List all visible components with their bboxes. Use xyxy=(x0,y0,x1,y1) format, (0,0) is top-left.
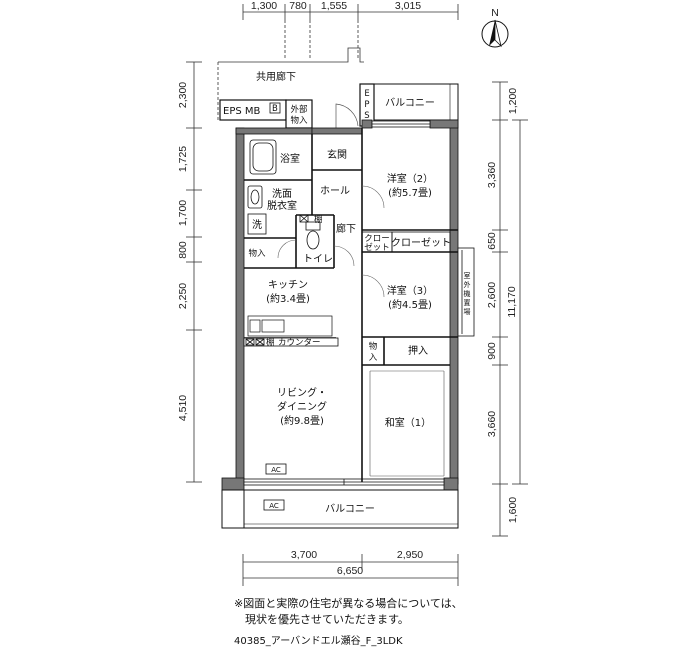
washer-box xyxy=(247,213,267,235)
western2-name: 洋室（2） xyxy=(387,172,433,185)
dim-right-total: 11,170 xyxy=(506,286,518,317)
storage-small-label: 物入 xyxy=(248,248,266,259)
counter-label: カウンター xyxy=(278,338,321,348)
north-arrow-icon xyxy=(481,19,509,48)
shelf-label: 棚 xyxy=(314,214,323,225)
storage2-label-2: 入 xyxy=(369,353,378,363)
dim-right-6: 3,660 xyxy=(486,411,498,437)
outdoor-storage xyxy=(285,99,313,129)
outdoor-storage-label-2: 物入 xyxy=(290,115,308,126)
toilet-label: トイレ xyxy=(303,254,333,265)
oshiire-label: 押入 xyxy=(408,344,428,357)
corridor-label: 共用廊下 xyxy=(256,70,296,83)
eps-p: P xyxy=(364,100,369,110)
dimension-left xyxy=(186,61,202,483)
toilet-fixture-icon xyxy=(305,221,321,250)
ac-vertical-2: 外 xyxy=(464,280,471,289)
storage2-label-1: 物 xyxy=(369,341,378,352)
dimension-top xyxy=(242,4,459,60)
disclaimer-line-2: 現状を優先させていただきます。 xyxy=(234,613,409,626)
corridor-outline xyxy=(217,47,364,122)
window-bottom xyxy=(243,478,445,486)
dim-left-6: 4,510 xyxy=(177,395,189,421)
balcony-top-label: バルコニー xyxy=(385,97,435,109)
dim-right-7: 1,600 xyxy=(507,497,519,523)
dim-right-1: 1,200 xyxy=(507,88,519,114)
ac-vertical-4: 置 xyxy=(464,299,471,307)
washroom-label-1: 洗面 xyxy=(272,188,292,200)
dimension-right xyxy=(492,81,528,537)
dim-top-1: 1,300 xyxy=(251,0,277,12)
dim-bottom-2: 2,950 xyxy=(397,549,423,561)
living-label-2: ダイニング xyxy=(277,400,327,413)
compass-label: N xyxy=(491,7,499,19)
disclaimer-note: ※図面と実際の住宅が異なる場合については、 現状を優先させていただきます。 xyxy=(234,596,463,628)
disclaimer-line-1: ※図面と実際の住宅が異なる場合については、 xyxy=(234,597,463,610)
bathroom-label: 浴室 xyxy=(280,152,300,165)
plan-code: 40385_アーバンドエル瀬谷_F_3LDK xyxy=(234,636,403,647)
washer-label: 洗 xyxy=(252,219,262,231)
bathtub xyxy=(249,139,277,175)
dim-right-3: 650 xyxy=(486,232,498,250)
dimension-bottom xyxy=(242,554,459,586)
ac-vertical-3: 機 xyxy=(464,289,471,298)
hallway-label: 廊下 xyxy=(336,222,356,235)
dim-left-2: 1,725 xyxy=(177,146,189,172)
dim-right-5: 900 xyxy=(486,342,498,360)
washbasin xyxy=(247,185,263,209)
dim-left-5: 2,250 xyxy=(177,283,189,309)
ac-vertical-1: 室 xyxy=(464,271,471,280)
dim-right-2: 3,360 xyxy=(486,162,498,188)
eps-mb-label: EPS MB xyxy=(223,106,261,117)
outdoor-storage-label-1: 外部 xyxy=(290,104,308,115)
dim-left-3: 1,700 xyxy=(177,200,189,226)
eps-mb-box xyxy=(219,99,287,121)
hall-label: ホール xyxy=(320,185,350,197)
western3-name: 洋室（3） xyxy=(387,284,433,297)
dim-right-4: 2,600 xyxy=(486,282,498,308)
dim-left-1: 2,300 xyxy=(177,82,189,108)
dim-bottom-1: 3,700 xyxy=(291,549,317,561)
washroom-label-2: 脱衣室 xyxy=(267,199,297,212)
ac-vertical-5: 場 xyxy=(464,307,471,316)
closet-label: クローゼット xyxy=(391,237,451,249)
ac-box-1 xyxy=(265,463,287,475)
entrance-door-swing xyxy=(335,103,359,128)
closet-small-label-2: ゼット xyxy=(364,242,390,253)
balcony-bottom-label: バルコニー xyxy=(325,503,375,515)
mb-b-label: B xyxy=(272,104,278,114)
door-swings xyxy=(277,185,385,298)
closet-lines xyxy=(361,231,451,253)
living-label-3: (約9.8畳) xyxy=(280,414,324,427)
kitchen-size: (約3.4畳) xyxy=(266,292,310,305)
ac-label-2: AC xyxy=(269,502,279,510)
dim-top-4: 3,015 xyxy=(395,0,421,12)
eps-s: S xyxy=(364,111,369,121)
dim-top-2: 780 xyxy=(289,0,307,12)
balcony-bottom xyxy=(221,489,459,529)
ac-outdoor-area xyxy=(457,247,475,337)
western2-size: (約5.7畳) xyxy=(388,186,432,199)
tatami-lines xyxy=(369,370,445,477)
western3-size: (約4.5畳) xyxy=(388,298,432,311)
eps-e: E xyxy=(364,89,369,99)
ac-label-1: AC xyxy=(271,466,281,474)
dim-left-4: 800 xyxy=(177,241,189,259)
kitchen-name: キッチン xyxy=(268,279,308,291)
closet-small-label-1: クロー xyxy=(364,234,390,244)
balcony-top xyxy=(373,83,459,121)
living-label-1: リビング・ xyxy=(277,386,327,399)
counter-strip xyxy=(243,337,339,347)
shelf-box-1 xyxy=(299,214,309,223)
kitchen-counter xyxy=(247,315,333,337)
dim-bottom-total: 6,650 xyxy=(337,565,363,577)
entrance-label: 玄関 xyxy=(327,148,347,161)
shelf2-label: 棚 xyxy=(266,337,275,348)
dim-top-3: 1,555 xyxy=(321,0,347,12)
ac-box-2 xyxy=(263,499,285,511)
window-top xyxy=(371,120,431,128)
japanese-room-label: 和室（1） xyxy=(385,416,431,429)
